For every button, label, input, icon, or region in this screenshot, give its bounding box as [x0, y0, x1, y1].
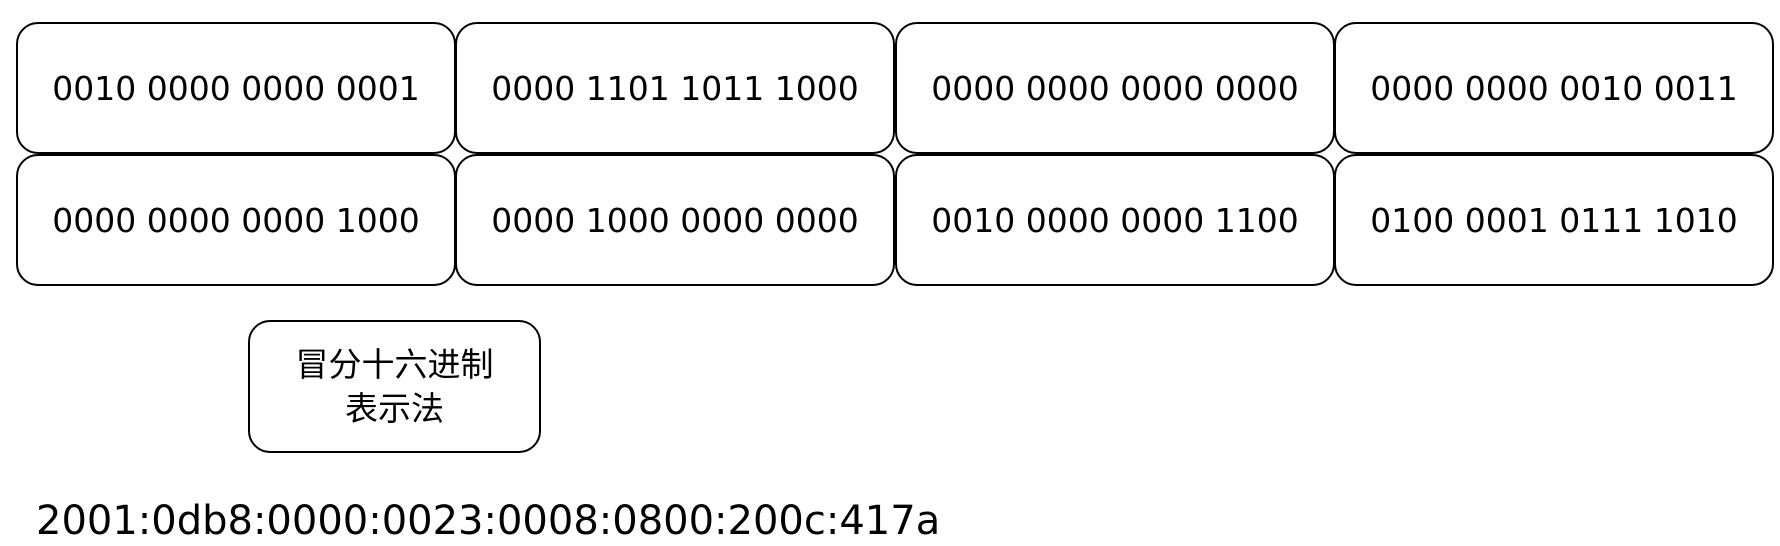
binary-block-7-text: 0010 0000 0000 1100 [931, 200, 1299, 240]
binary-block-4: 0000 0000 0010 0011 [1334, 22, 1774, 154]
binary-block-6: 0000 1000 0000 0000 [455, 154, 895, 286]
binary-block-2-text: 0000 1101 1011 1000 [491, 68, 859, 108]
binary-block-5: 0000 0000 0000 1000 [16, 154, 456, 286]
binary-block-1: 0010 0000 0000 0001 [16, 22, 456, 154]
hex-address-text: 2001:0db8:0000:0023:0008:0800:200c:417a [36, 498, 941, 544]
binary-block-8-text: 0100 0001 0111 1010 [1370, 200, 1738, 240]
binary-block-7: 0010 0000 0000 1100 [895, 154, 1335, 286]
binary-block-1-text: 0010 0000 0000 0001 [52, 68, 420, 108]
binary-block-8: 0100 0001 0111 1010 [1334, 154, 1774, 286]
notation-label-line-1: 冒分十六进制 [295, 344, 494, 384]
binary-block-3: 0000 0000 0000 0000 [895, 22, 1335, 154]
binary-block-5-text: 0000 0000 0000 1000 [52, 200, 420, 240]
binary-block-4-text: 0000 0000 0010 0011 [1370, 68, 1738, 108]
notation-label-box: 冒分十六进制 表示法 [248, 320, 541, 453]
notation-label-line-2: 表示法 [345, 388, 444, 428]
binary-block-6-text: 0000 1000 0000 0000 [491, 200, 859, 240]
binary-block-2: 0000 1101 1011 1000 [455, 22, 895, 154]
binary-block-3-text: 0000 0000 0000 0000 [931, 68, 1299, 108]
